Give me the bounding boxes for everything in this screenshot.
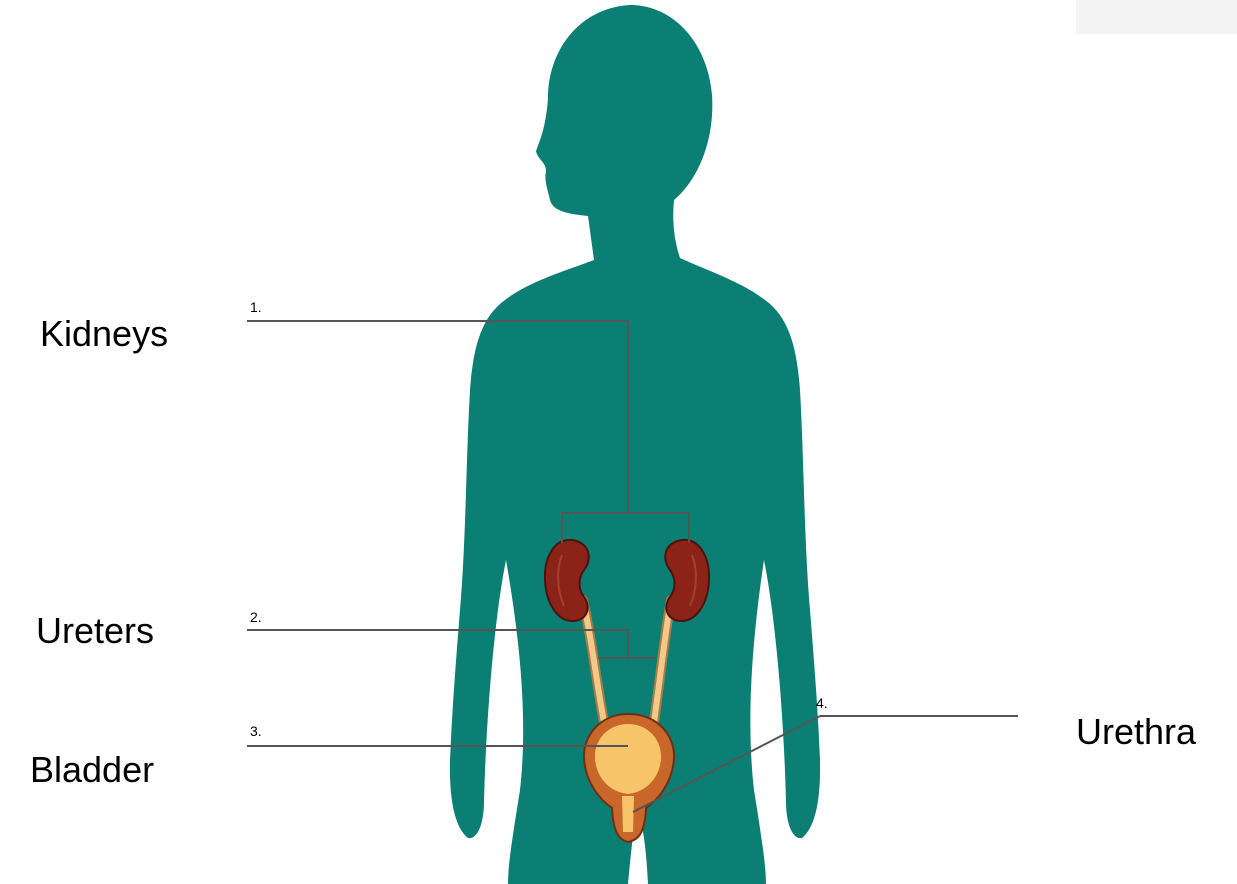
number-label-2: 2. bbox=[250, 609, 262, 625]
label-kidneys: Kidneys bbox=[40, 316, 168, 352]
number-label-3: 3. bbox=[250, 723, 262, 739]
number-label-1: 1. bbox=[250, 299, 262, 315]
label-bladder: Bladder bbox=[30, 752, 154, 788]
label-urethra: Urethra bbox=[1076, 714, 1196, 750]
urethra-duct bbox=[622, 796, 634, 832]
number-label-4: 4. bbox=[816, 695, 828, 711]
label-ureters: Ureters bbox=[36, 613, 154, 649]
